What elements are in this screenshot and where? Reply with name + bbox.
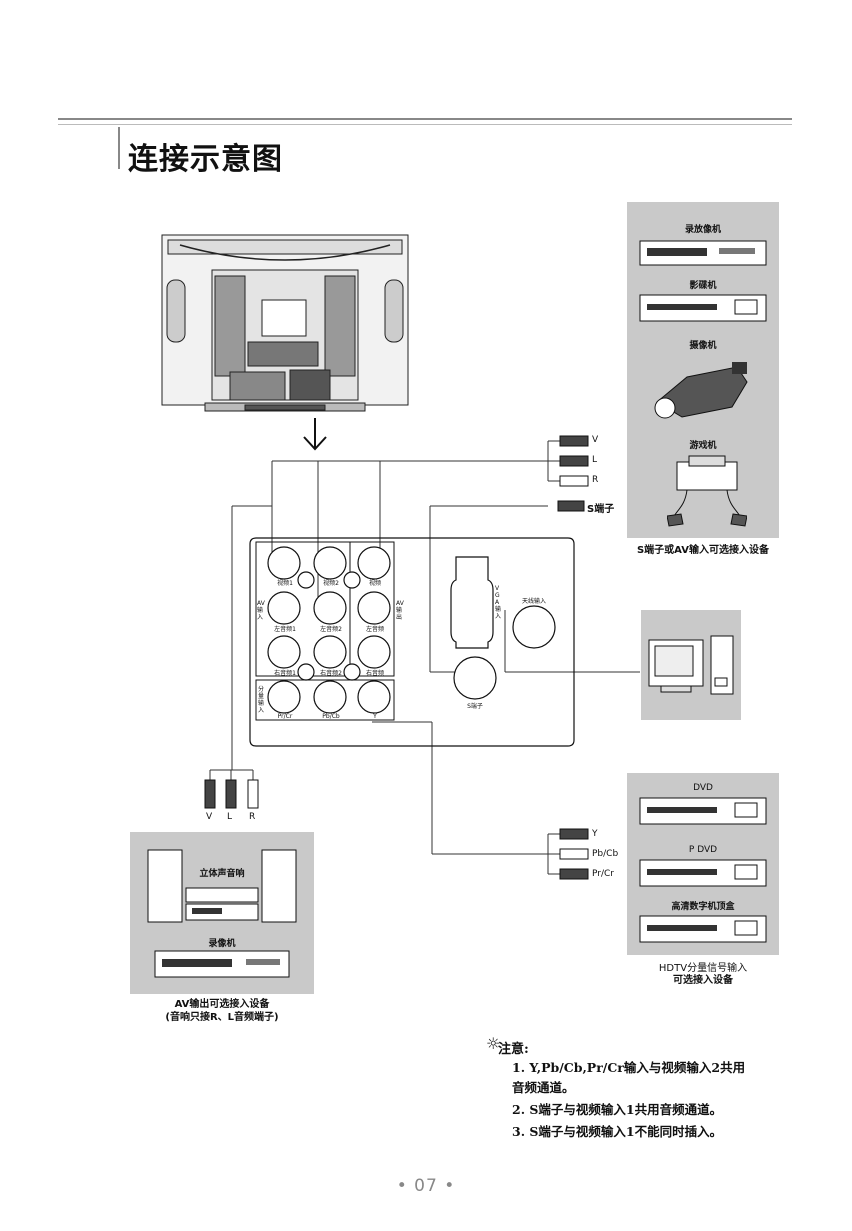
s-terminal-jack-label: S端子 <box>467 703 483 710</box>
jack-label-right-out: 右音频 <box>365 670 384 677</box>
note-item-2: 2. S端子与视频输入1共用音频通道。 <box>512 1102 723 1117</box>
jack-label-video1: 视频1 <box>277 580 293 587</box>
sun-icon: ☼ <box>486 1034 501 1053</box>
av-input-device-panel: 录放像机 影碟机 摄像机 游戏机 <box>627 202 779 538</box>
note-item-3: 3. S端子与视频输入1不能同时插入。 <box>512 1124 723 1139</box>
cable-label-y: Y <box>592 829 598 839</box>
cable-label-v: V <box>592 435 599 445</box>
cable-label-l: L <box>592 455 598 465</box>
tv-back-illustration <box>161 234 409 412</box>
device-label-set-top-box: 高清数字机顶盒 <box>671 902 735 912</box>
note-item-1-line-1: 1. Y,Pb/Cb,Pr/Cr输入与视频输入2共用 <box>512 1060 746 1075</box>
device-label-vcr: 录放像机 <box>684 225 721 235</box>
av-input-caption: S端子或AV输入可选接入设备 <box>636 545 769 556</box>
dvd-player-icon <box>639 797 767 825</box>
rca-plug-icons <box>204 435 589 880</box>
av-in-label: AV输入 <box>257 600 265 621</box>
stereo-system-icon <box>147 849 297 923</box>
component-in-label: 分量输入 <box>258 686 265 714</box>
cable-label-bottom-r: R <box>249 812 256 822</box>
page-number: • 07 • <box>396 1176 456 1196</box>
vcr-icon <box>639 240 767 266</box>
video-recorder-icon <box>154 950 290 978</box>
cable-label-pr: Pr/Cr <box>592 869 614 879</box>
note-item-1-line-2: 音频通道。 <box>512 1080 575 1095</box>
av-output-device-panel: 立体声音响 录像机 <box>130 832 314 994</box>
connection-lines <box>209 440 640 875</box>
device-label-p-dvd: P DVD <box>688 845 718 855</box>
vga-label: VGA 输入 <box>495 585 502 620</box>
device-label-dvd: DVD <box>693 783 713 793</box>
jack-label-pb: Pb/Cb <box>322 713 340 720</box>
jack-label-left2: 左音频2 <box>320 626 342 633</box>
hdtv-caption-line1: HDTV分量信号输入 <box>658 963 748 974</box>
av-output-caption-line2: (音响只接R、L音频端子) <box>165 1012 279 1023</box>
device-label-disc-player: 影碟机 <box>689 281 717 291</box>
p-dvd-player-icon <box>639 859 767 887</box>
header-rule-thin <box>58 124 792 125</box>
set-top-box-icon <box>639 915 767 943</box>
jack-panel <box>249 537 575 747</box>
device-label-game-console: 游戏机 <box>689 441 717 451</box>
jack-label-left-out: 左音频 <box>365 626 384 633</box>
computer-icon <box>648 635 734 695</box>
jack-label-video-out: 视频 <box>368 580 381 587</box>
antenna-label: 天线输入 <box>521 598 546 605</box>
cable-label-bottom-v: V <box>206 812 213 822</box>
jack-label-right2: 右音频2 <box>320 670 342 677</box>
hdtv-caption-line2: 可选接入设备 <box>673 975 733 986</box>
jack-label-left1: 左音频1 <box>274 626 296 633</box>
device-label-video-recorder: 录像机 <box>208 939 236 949</box>
jack-label-right1: 右音频1 <box>274 670 296 677</box>
camcorder-icon <box>654 362 748 419</box>
device-label-stereo: 立体声音响 <box>199 869 245 879</box>
jack-label-pr: Pr/Cr <box>277 713 293 720</box>
cable-label-bottom-l: L <box>227 812 233 822</box>
title-bar <box>118 127 120 169</box>
computer-panel <box>641 610 741 720</box>
av-output-caption-line1: AV输出可选接入设备 <box>174 999 270 1010</box>
device-label-camcorder: 摄像机 <box>689 341 717 351</box>
hdtv-device-panel: DVD P DVD 高清数字机顶盒 <box>627 773 779 955</box>
disc-player-icon <box>639 294 767 322</box>
header-rule <box>58 118 792 120</box>
jack-label-y: Y <box>373 713 377 720</box>
game-console-icon <box>667 455 747 527</box>
cable-label-s-terminal: S端子 <box>587 504 615 515</box>
jack-label-video2: 视频2 <box>323 580 339 587</box>
cable-label-pb: Pb/Cb <box>592 849 619 859</box>
cable-label-r: R <box>592 475 599 485</box>
down-arrow-icon <box>303 418 327 451</box>
page-title: 连接示意图 <box>128 142 283 177</box>
av-out-label: AV输出 <box>396 600 404 621</box>
notes-heading: 注意: <box>498 1042 529 1057</box>
